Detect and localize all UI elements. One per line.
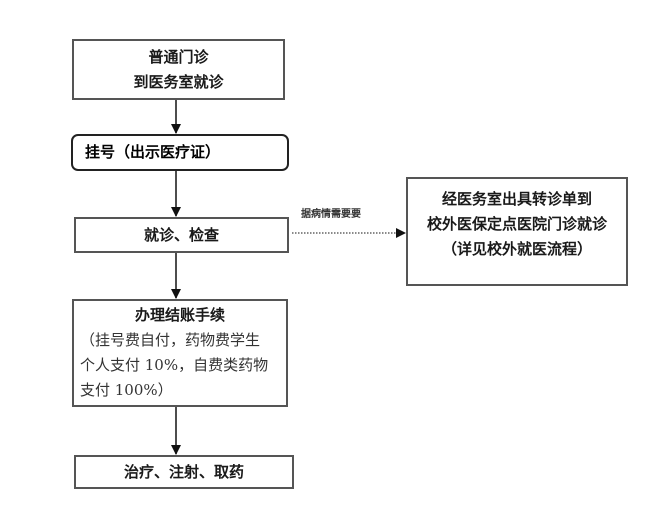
start-node-outpatient: 普通门诊 到医务室就诊 bbox=[72, 39, 285, 100]
treatment-node: 治疗、注射、取药 bbox=[74, 455, 294, 489]
payment-node: 办理结账手续 （挂号费自付，药物费学生 个人支付 10%，自费类药物 支付 10… bbox=[72, 299, 288, 407]
referral-line-1: 经医务室出具转诊单到 bbox=[441, 190, 592, 208]
referral-node: 经医务室出具转诊单到 校外医保定点医院门诊就诊 （详见校外就医流程） bbox=[406, 177, 628, 286]
exam-node: 就诊、检查 bbox=[74, 217, 289, 253]
start-line-1: 普通门诊 bbox=[148, 47, 209, 66]
branch-label: 据病情需要要 bbox=[301, 209, 361, 220]
start-line-2: 到医务室就诊 bbox=[133, 72, 224, 91]
referral-line-2: 校外医保定点医院门诊就诊 bbox=[426, 215, 607, 233]
referral-line-3: （详见校外就医流程） bbox=[441, 240, 592, 258]
payment-line-1: （挂号费自付，药物费学生 bbox=[80, 331, 261, 349]
treatment-text: 治疗、注射、取药 bbox=[123, 462, 244, 481]
payment-line-3: 支付 100%） bbox=[80, 381, 173, 399]
register-node: 挂号（出示医疗证） bbox=[71, 134, 289, 171]
payment-line-2: 个人支付 10%，自费类药物 bbox=[80, 356, 269, 374]
payment-title: 办理结账手续 bbox=[134, 306, 225, 324]
exam-text: 就诊、检查 bbox=[143, 225, 219, 244]
register-text: 挂号（出示医疗证） bbox=[85, 143, 221, 161]
